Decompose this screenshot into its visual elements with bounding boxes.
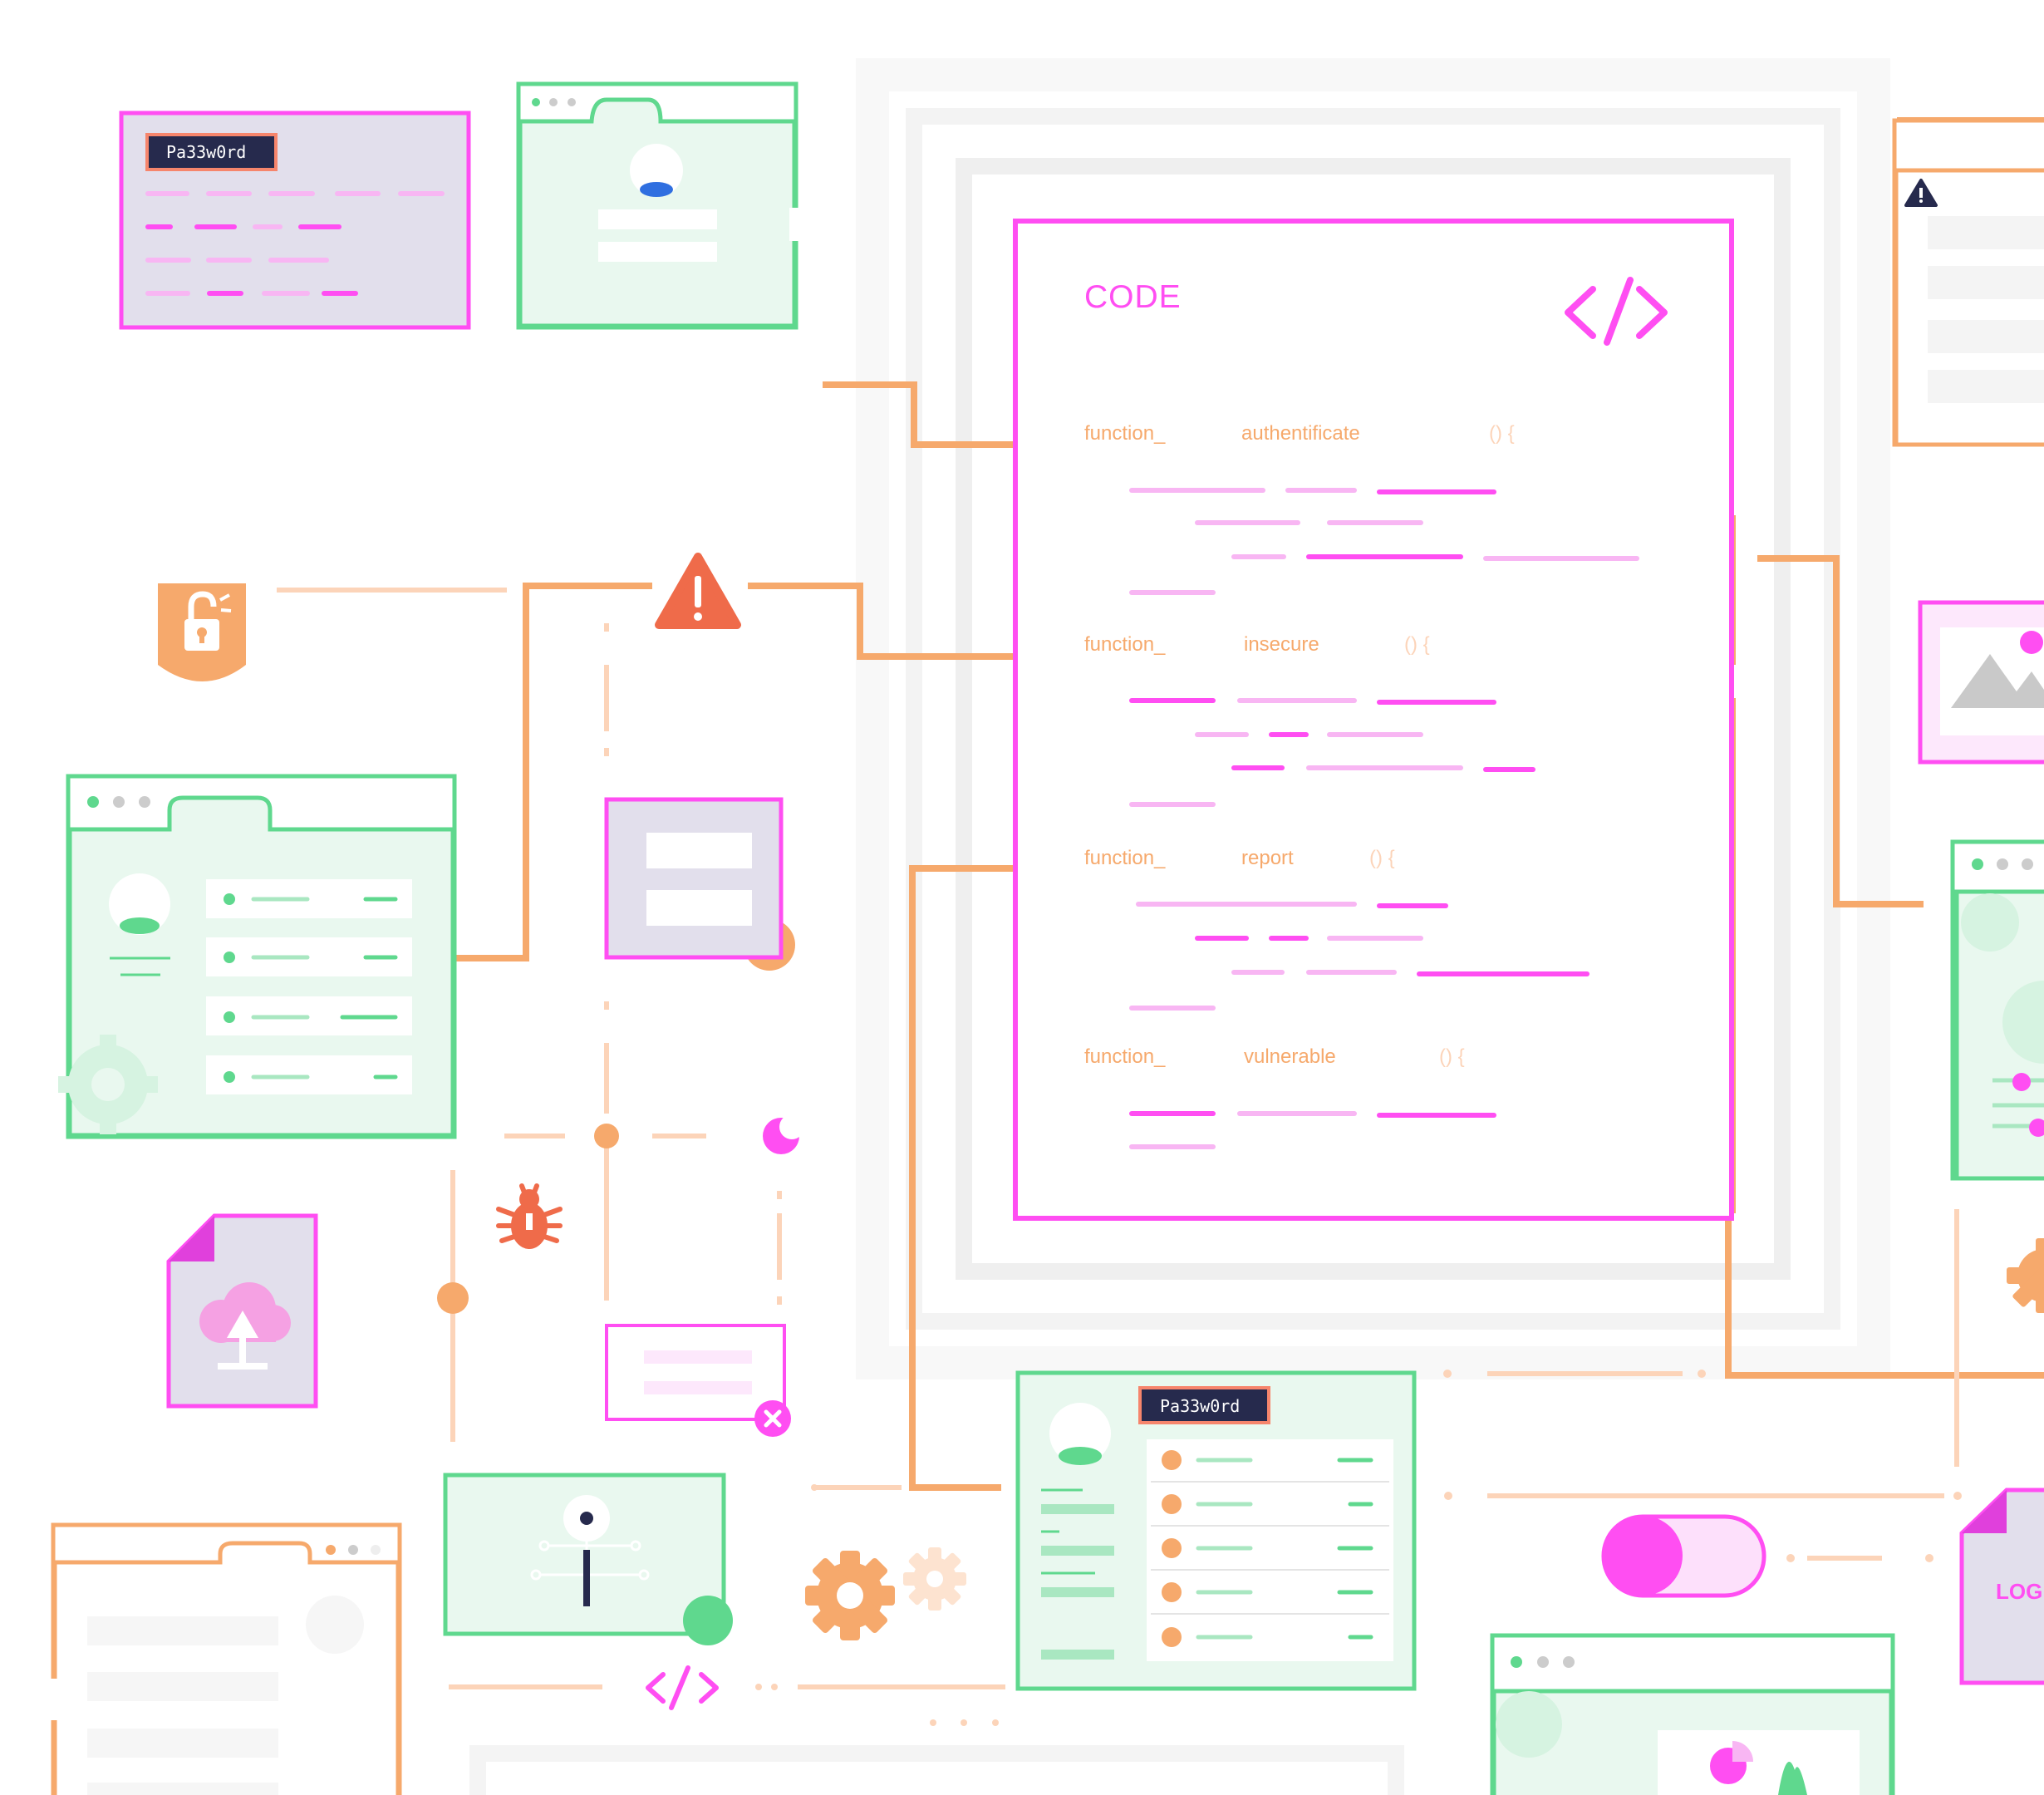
function-keyword: function_ [1084,633,1166,656]
function-keyword: function_ [1084,1045,1166,1068]
function-parens: () { [1404,633,1430,656]
password-card-top-left [119,111,471,330]
function-keyword: function_ [1084,847,1166,869]
bug-icon [496,1183,563,1249]
code-brackets-icon [646,1665,719,1710]
user-list-browser-window [58,774,457,1139]
chart-browser-window [1490,1633,1895,1795]
gear-icon [2007,1238,2044,1313]
right-green-browser [1950,839,2044,1181]
function-parens: () { [1369,847,1395,869]
user-list-rows [206,879,412,1094]
log-file-label: LOG [1996,1579,2043,1604]
error-card [605,1324,791,1437]
image-icon [1918,600,2044,765]
log-file-icon [1959,1488,2044,1685]
node-dots [437,919,795,1314]
function-name: vulnerable [1244,1045,1336,1068]
warning-icon [1904,179,1938,207]
code-panel-title: CODE [1084,279,1182,315]
password-label: Pa33w0rd [1160,1396,1241,1416]
small-lavender-card [604,797,784,960]
function-name: insecure [1244,633,1319,656]
function-parens: () { [1439,1045,1465,1068]
dot-markers [755,1370,1962,1726]
function-parens: () { [1489,422,1515,445]
function-name: report [1241,847,1294,869]
user-password-card [1015,1370,1417,1691]
right-orange-browser [1892,118,2044,447]
code-panel [1013,219,1734,1221]
profile-browser-window-top [516,81,799,330]
password-label: Pa33w0rd [166,142,247,162]
code-brackets-icon [1565,277,1668,346]
function-keyword: function_ [1084,422,1166,445]
unlocked-shield-icon [158,583,246,681]
dashed-connectors [277,588,1959,1689]
function-name: authentificate [1241,422,1360,445]
moon-icon [763,1114,804,1154]
bottom-grey-block [469,1745,1404,1795]
cloud-upload-file-icon [166,1213,318,1409]
warning-icon [655,553,741,629]
code-lines [1129,488,1639,1149]
toggle-switch-icon [1601,1514,1766,1598]
orange-browser-window-bottom-left [50,1522,402,1795]
gear-icon [805,1547,966,1640]
key-card [443,1473,733,1645]
